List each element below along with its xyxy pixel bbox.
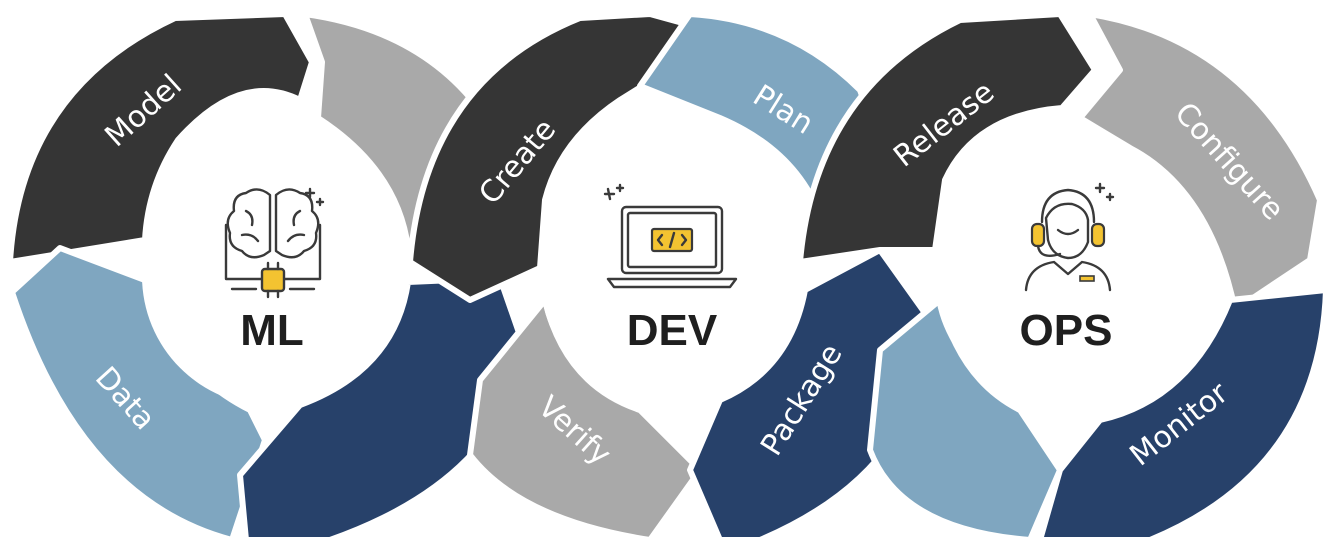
dev-title: DEV bbox=[627, 306, 718, 355]
segment-model[interactable] bbox=[7, 11, 315, 265]
brain-chip-icon bbox=[224, 187, 325, 299]
segment-configure[interactable] bbox=[1077, 11, 1323, 313]
segment-release[interactable] bbox=[797, 11, 1098, 265]
dev-hub bbox=[540, 144, 804, 408]
segment-create[interactable] bbox=[407, 11, 693, 303]
ml-title: ML bbox=[240, 306, 304, 355]
support-agent-icon bbox=[1024, 182, 1115, 292]
segment-monitor[interactable] bbox=[1037, 287, 1329, 543]
laptop-code-icon bbox=[603, 183, 738, 289]
ops-hub bbox=[934, 144, 1198, 408]
ops-title: OPS bbox=[1020, 306, 1113, 355]
